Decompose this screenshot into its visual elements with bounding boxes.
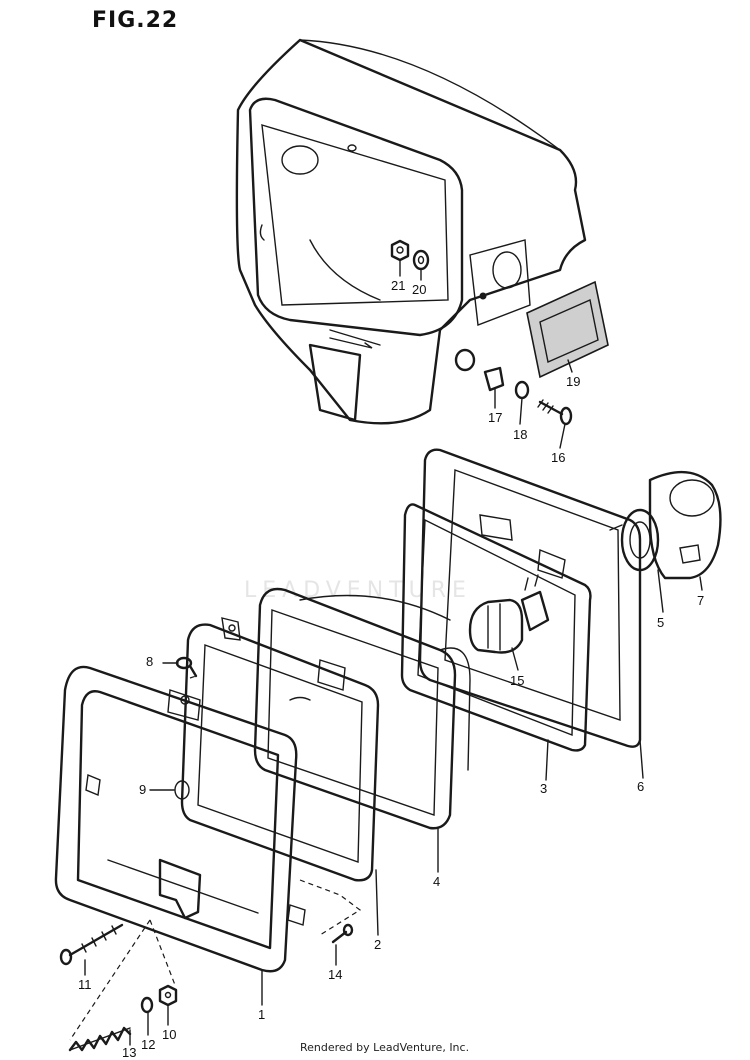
- callout-5: 5: [657, 615, 665, 630]
- callout-7: 7: [697, 593, 705, 608]
- watermark-text: LEADVENTURE: [244, 578, 472, 603]
- callout-10: 10: [162, 1027, 177, 1042]
- callout-20: 20: [412, 282, 427, 297]
- callout-19: 19: [566, 374, 581, 389]
- part-20-washer: [412, 249, 430, 271]
- callout-6: 6: [637, 779, 645, 794]
- callout-18: 18: [513, 427, 528, 442]
- leader-lines: [84, 259, 703, 1046]
- callout-13: 13: [122, 1045, 137, 1060]
- callout-1: 1: [258, 1007, 266, 1022]
- callout-8: 8: [146, 654, 154, 669]
- part-12-washer: [140, 996, 154, 1014]
- footer-credit: Rendered by LeadVenture, Inc.: [300, 1041, 470, 1054]
- figure-title: FIG.22: [92, 8, 179, 33]
- callout-11: 11: [78, 977, 92, 992]
- part-14-screw: [331, 923, 354, 944]
- callout-15: 15: [510, 673, 525, 688]
- part-21-nut: [390, 239, 410, 262]
- part-18-washer: [514, 380, 530, 400]
- callout-16: 16: [551, 450, 566, 465]
- callout-12: 12: [141, 1037, 156, 1052]
- part-4-sealed-beam-unit: [253, 587, 471, 830]
- callout-2: 2: [374, 937, 382, 952]
- part-6-gasket-frame: [418, 448, 642, 748]
- part-13-spring: [68, 1026, 132, 1052]
- part-2-rim: [180, 617, 380, 882]
- callout-21: 21: [391, 278, 406, 293]
- part-15-bulb: [468, 574, 550, 654]
- part-11-adjusting-screw: [59, 923, 124, 966]
- assembly-guide-lines: [69, 675, 362, 1041]
- part-10-nut: [158, 984, 178, 1007]
- part-5-socket: [609, 508, 660, 572]
- callout-17: 17: [488, 410, 503, 425]
- part-3-mounting-ring: [400, 503, 592, 752]
- side-reflector-mount: [469, 239, 531, 326]
- part-7-rubber-cover: [648, 470, 722, 580]
- callout-3: 3: [540, 781, 548, 796]
- callout-9: 9: [139, 782, 147, 797]
- part-19-reflector: [526, 280, 609, 379]
- callout-14: 14: [328, 967, 343, 982]
- headlight-housing: [235, 38, 587, 425]
- part-17-grommet: [454, 348, 505, 392]
- callout-4: 4: [433, 874, 441, 889]
- part-1-front-bezel: [54, 665, 306, 973]
- part-16-screw: [537, 399, 573, 426]
